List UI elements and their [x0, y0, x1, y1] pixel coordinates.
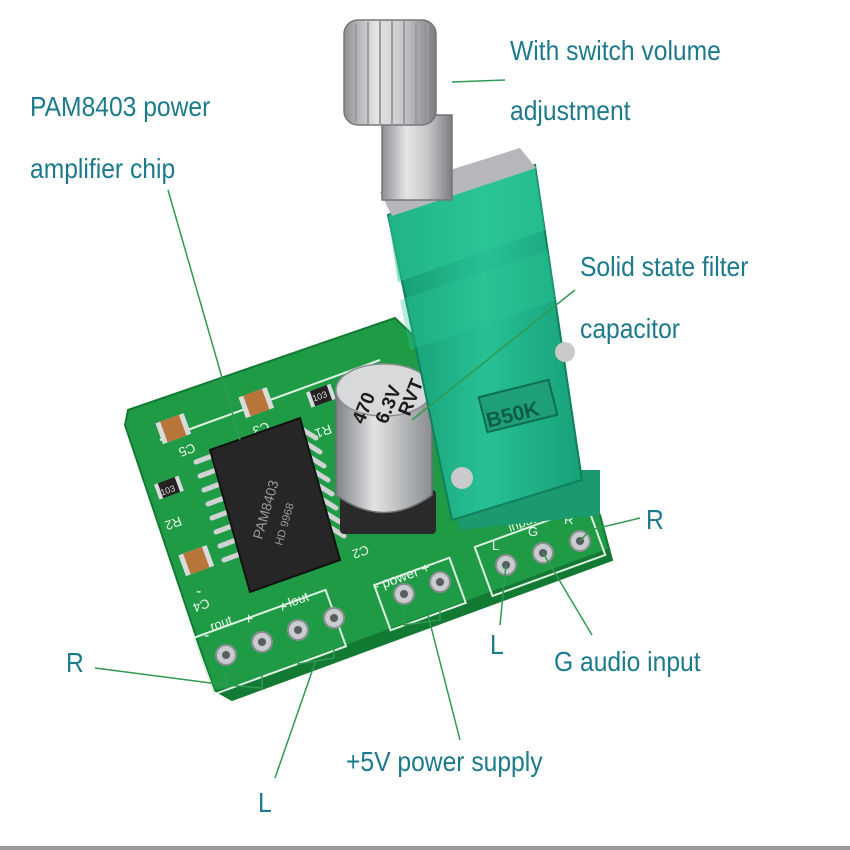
callout-input-g: G audio input [554, 646, 701, 677]
leader-output-r [94, 667, 227, 686]
leader-output-l [274, 659, 317, 779]
label-minus-1: - [204, 627, 209, 644]
leader-input-r [579, 517, 641, 542]
leader-lines [94, 79, 641, 779]
leader-switch-volume [451, 79, 506, 83]
filter-capacitor: 470 6.3V RVT [335, 363, 436, 534]
label-in-l: L [492, 538, 499, 553]
label-c2: C2 [350, 542, 371, 562]
label-r2: R2 [163, 513, 184, 533]
callout-filter-cap-line1: Solid state filter [580, 251, 749, 282]
callout-input-l: L [490, 629, 504, 660]
label-c4: C4 [191, 595, 212, 615]
callout-chip-line1: PAM8403 power [30, 91, 211, 122]
bracket-output-r [225, 672, 263, 689]
callout-power-supply: +5V power supply [346, 746, 543, 777]
label-res2: 103 [311, 389, 329, 404]
label-res1: 103 [159, 483, 177, 498]
label-lout: lout [286, 589, 311, 610]
label-c5: C5 [177, 440, 198, 460]
callout-output-l: L [258, 787, 272, 818]
pam8403-chip: PAM8403 HD 9968 [193, 416, 347, 594]
leader-input-l [499, 564, 507, 626]
leader-input-g [542, 552, 593, 636]
callout-filter-cap-line2: capacitor [580, 313, 680, 344]
callout-switch-volume-line2: adjustment [510, 95, 631, 126]
label-in-r: R [564, 512, 573, 527]
bracket-power [403, 604, 441, 626]
label-plus-1: + [244, 611, 253, 628]
smd-components [153, 383, 336, 577]
callout-input-r: R [646, 504, 664, 535]
bottom-border [0, 846, 850, 850]
volume-potentiometer: B50K [380, 148, 600, 530]
label-rout: rout [208, 612, 235, 634]
callout-chip-line2: amplifier chip [30, 153, 176, 184]
potentiometer-shaft [343, 19, 453, 201]
leader-power [427, 614, 461, 741]
label-plus-2: + [278, 599, 287, 616]
callout-switch-volume-line1: With switch volume [510, 35, 721, 66]
leader-chip [167, 189, 241, 441]
leader-capacitor [411, 289, 576, 421]
label-minus-2: - [196, 583, 201, 600]
label-in-g: G [528, 524, 538, 539]
label-r1: R1 [313, 421, 334, 441]
callout-output-r: R [66, 647, 84, 678]
bracket-output-l [297, 642, 335, 665]
